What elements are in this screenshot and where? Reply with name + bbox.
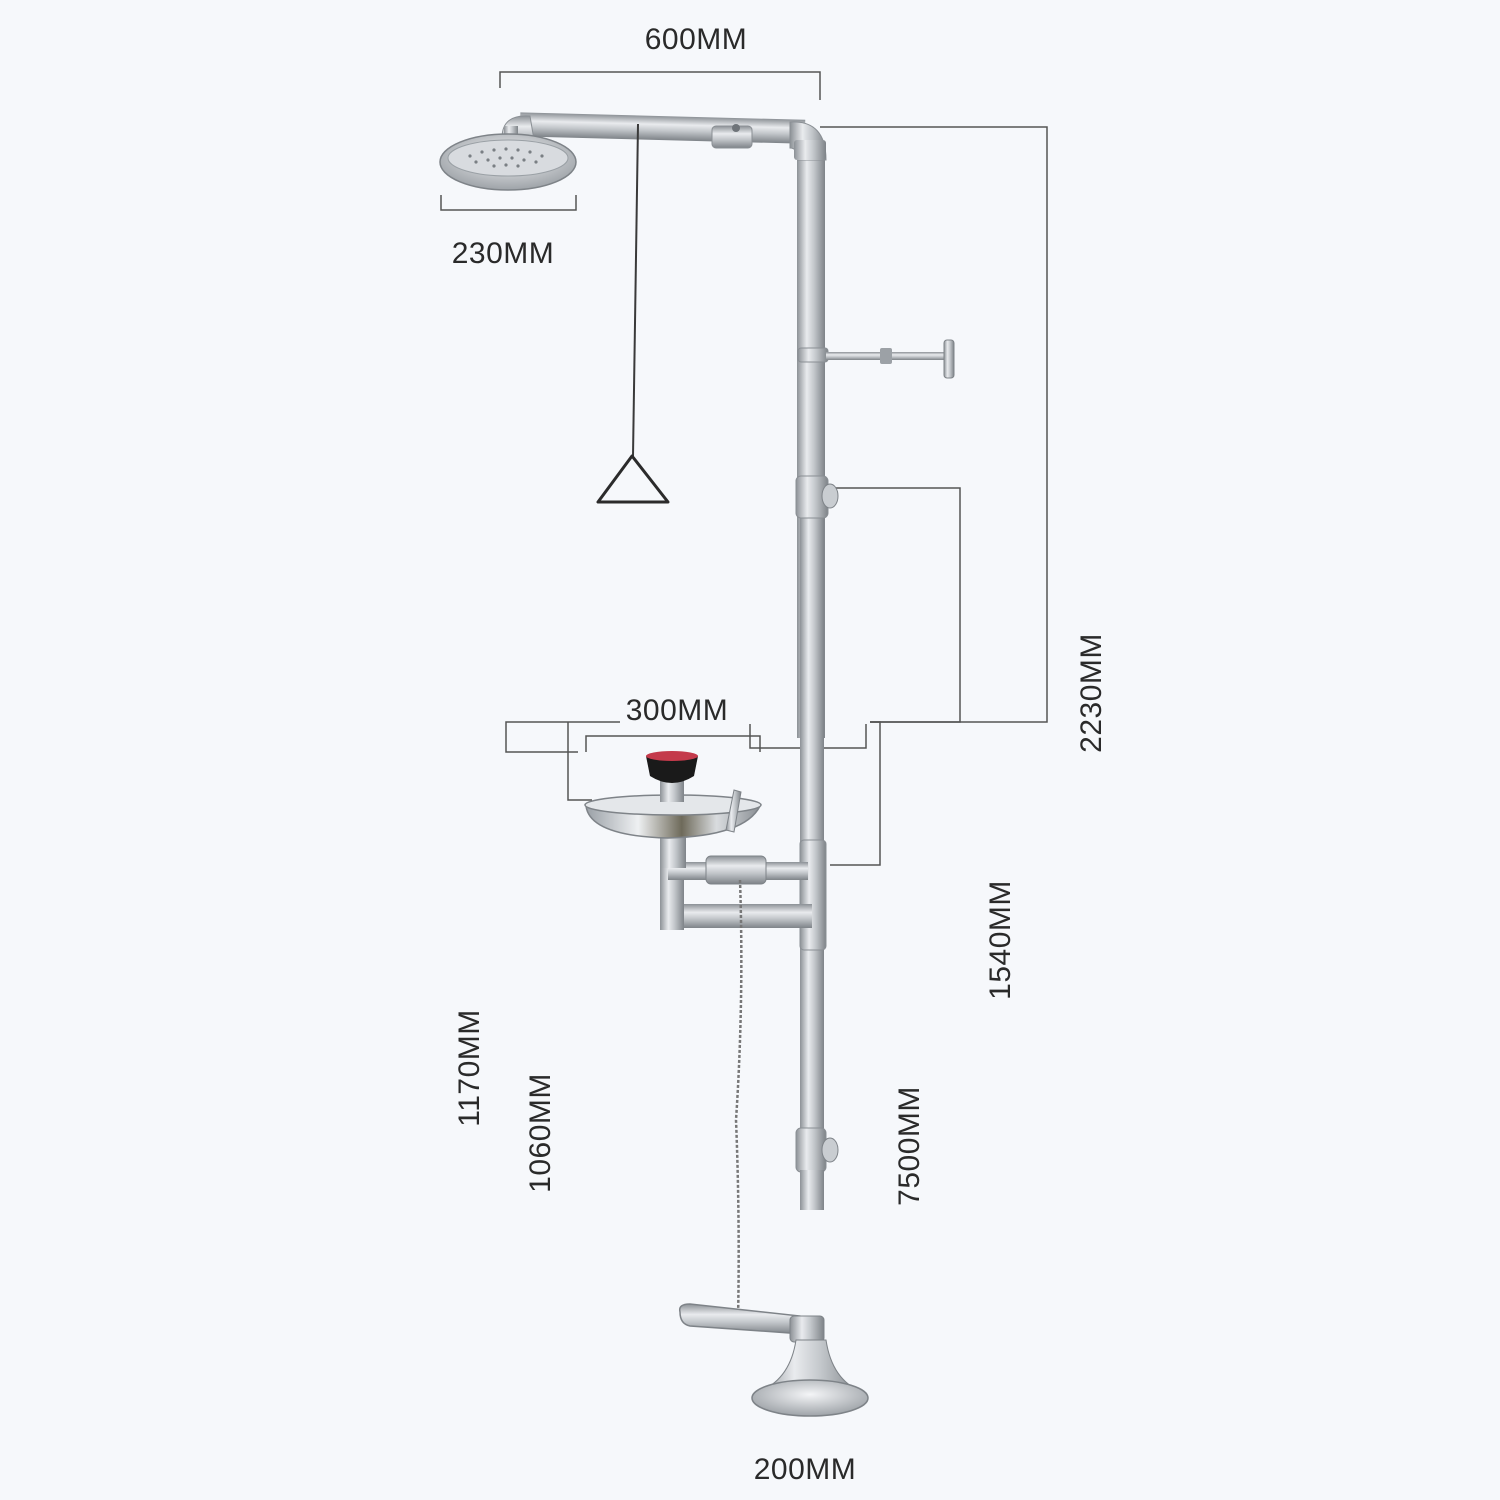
dim-line-valve — [830, 721, 881, 866]
pull-handle — [596, 454, 670, 504]
dimension-lines — [440, 71, 1048, 866]
dim-line-bowl-width — [585, 735, 761, 752]
dim-line-bowl-rim — [505, 721, 620, 753]
wall-bracket — [797, 339, 955, 379]
label-arm-width: 600MM — [644, 23, 748, 56]
upper-tee — [795, 475, 839, 519]
dim-line-total-height — [820, 126, 1048, 723]
label-bowl-width: 300MM — [625, 694, 729, 727]
shower-head — [439, 126, 577, 191]
dim-line-shower-head — [440, 195, 577, 211]
foot-pedal-assembly — [678, 1127, 839, 1343]
label-pull-rod-height: 1540MM — [984, 880, 1017, 1000]
foot-pedal — [678, 1303, 805, 1335]
label-total-height: 2230MM — [1075, 633, 1108, 753]
pull-rod — [596, 123, 670, 504]
label-shower-head: 230MM — [451, 237, 555, 270]
label-bowl-base-height: 1060MM — [524, 1073, 557, 1193]
label-valve-height: 7500MM — [893, 1086, 926, 1206]
eyewash-assembly — [584, 751, 827, 951]
label-bowl-rim-height: 1170MM — [453, 1009, 486, 1127]
label-base-width: 200MM — [753, 1453, 857, 1486]
dim-line-pull-rod — [835, 487, 961, 723]
main-pipe — [797, 148, 825, 1135]
floor-base — [751, 1339, 869, 1417]
eyewash-nozzle-cap — [646, 756, 698, 783]
pedal-chain — [734, 879, 743, 1321]
dim-line-arm-width — [499, 71, 821, 100]
dim-line-bowl-base — [567, 722, 592, 801]
